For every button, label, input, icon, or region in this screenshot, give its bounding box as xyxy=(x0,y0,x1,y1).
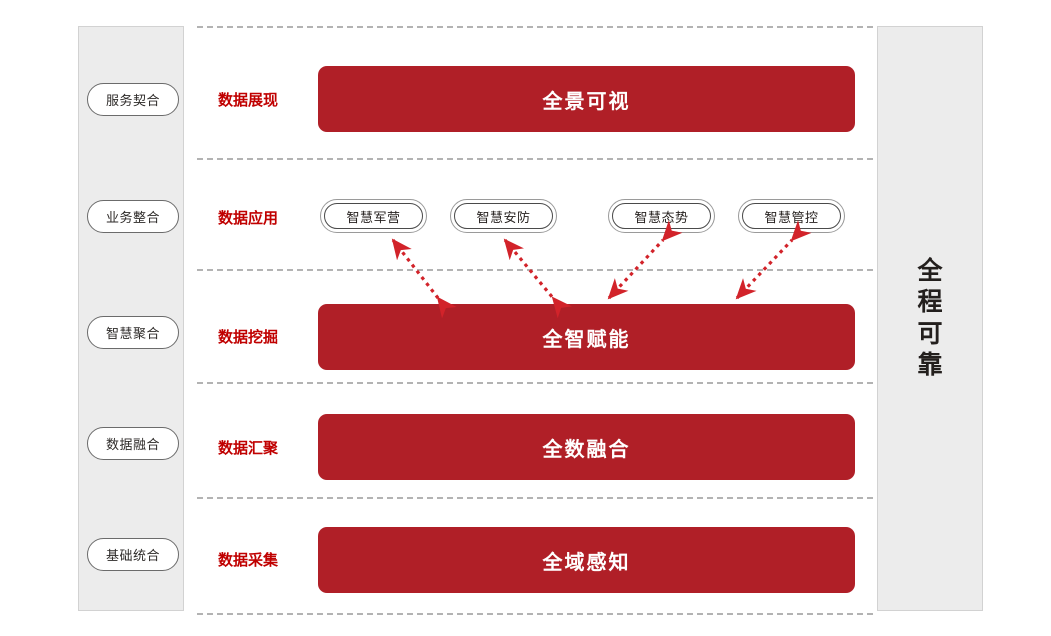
app-pill-label: 智慧态势 xyxy=(634,209,689,225)
stage-pill-label: 业务整合 xyxy=(105,210,160,225)
stage-pill-shujuronghe[interactable]: 数据融合 xyxy=(87,427,179,460)
row-label-collection: 数据采集 xyxy=(218,552,279,569)
slogan-char-4: 靠 xyxy=(917,351,943,379)
bar-title: 全域感知 xyxy=(542,551,631,574)
stage-pill-label: 基础统合 xyxy=(105,548,160,563)
divider-presentation-application xyxy=(197,158,873,160)
stage-pill-label: 数据融合 xyxy=(105,437,160,452)
row-label-aggregation: 数据汇聚 xyxy=(218,440,279,457)
bar-title: 全景可视 xyxy=(542,90,631,113)
stage-pill-zhihuijuhe[interactable]: 智慧聚合 xyxy=(87,316,179,349)
divider-application-mining xyxy=(197,269,873,271)
bar-quanshuronghe[interactable]: 全数融合 xyxy=(318,414,855,480)
reliability-column-panel: 全 程 可 靠 xyxy=(877,26,983,611)
bar-quanyuganzhi[interactable]: 全域感知 xyxy=(318,527,855,593)
bar-title: 全数融合 xyxy=(542,438,631,461)
app-pill-label: 智慧安防 xyxy=(476,209,531,225)
stage-column-panel: 服务契合 业务整合 智慧聚合 数据融合 基础统合 xyxy=(78,26,184,611)
stage-pill-label: 服务契合 xyxy=(105,93,160,108)
divider-mining-aggregation xyxy=(197,382,873,384)
slogan-char-1: 全 xyxy=(917,256,943,285)
app-pill-inner: 智慧安防 xyxy=(454,203,553,229)
stage-pill-label: 智慧聚合 xyxy=(105,326,160,341)
app-pill-zhihuianfang[interactable]: 智慧安防 xyxy=(450,199,557,233)
slogan-char-3: 可 xyxy=(917,319,943,348)
stage-pill-jichutonghe[interactable]: 基础统合 xyxy=(87,538,179,571)
slogan-char-2: 程 xyxy=(917,288,943,316)
stage-pill-fuwuqihe[interactable]: 服务契合 xyxy=(87,83,179,116)
row-label-presentation: 数据展现 xyxy=(218,92,279,109)
divider-aggregation-collection xyxy=(197,497,873,499)
row-label-application: 数据应用 xyxy=(218,210,279,227)
row-label-mining: 数据挖掘 xyxy=(218,329,279,346)
app-pill-inner: 智慧管控 xyxy=(742,203,841,229)
app-pill-zhihuijunying[interactable]: 智慧军营 xyxy=(320,199,427,233)
bar-title: 全智赋能 xyxy=(542,328,631,351)
app-pill-zhihuitaishi[interactable]: 智慧态势 xyxy=(608,199,715,233)
divider-bottom xyxy=(197,613,873,615)
bar-quanzhifuneng[interactable]: 全智赋能 xyxy=(318,304,855,370)
stage-pill-yewuzhenghe[interactable]: 业务整合 xyxy=(87,200,179,233)
app-pill-label: 智慧管控 xyxy=(764,209,819,225)
app-pill-label: 智慧军营 xyxy=(346,209,401,225)
app-pill-inner: 智慧态势 xyxy=(612,203,711,229)
bar-quanjingkeshi[interactable]: 全景可视 xyxy=(318,66,855,132)
divider-top xyxy=(197,26,873,28)
app-pill-zhihuiguankong[interactable]: 智慧管控 xyxy=(738,199,845,233)
reliability-slogan: 全 程 可 靠 xyxy=(878,256,982,382)
app-pill-inner: 智慧军营 xyxy=(324,203,423,229)
